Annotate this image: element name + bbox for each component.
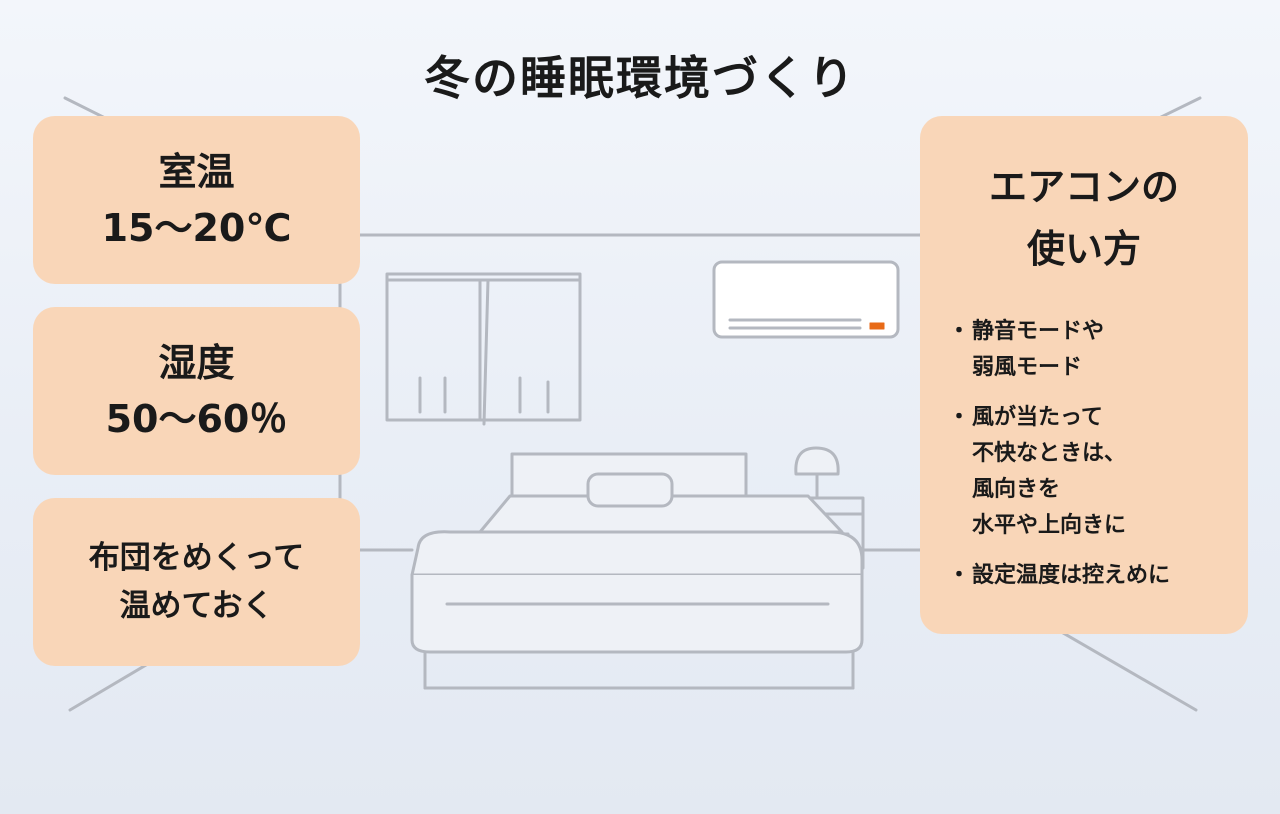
tip-line: 弱風モード: [972, 355, 1083, 380]
tip-line: 水平や上向きに: [972, 513, 1127, 538]
humidity-card: 湿度 50〜60％: [33, 307, 360, 475]
tip-item: 風が当たって 不快なときは、 風向きを 水平や上向きに: [948, 400, 1248, 544]
tips-list: 静音モードや 弱風モード 風が当たって 不快なときは、 風向きを 水平や上向きに…: [920, 314, 1248, 594]
warm-futon-card: 布団をめくって 温めておく: [33, 498, 360, 666]
tips-title-line: 使い方: [1026, 227, 1141, 271]
tip-line: 不快なときは、: [972, 441, 1127, 466]
air-conditioner-tips-card: エアコンの 使い方 静音モードや 弱風モード 風が当たって 不快なときは、 風向…: [920, 116, 1248, 634]
lamp-icon: [794, 446, 840, 500]
page-title: 冬の睡眠環境づくり: [424, 51, 856, 105]
tip-item: 設定温度は控えめに: [948, 558, 1248, 594]
tip-line: 風向きを: [972, 477, 1061, 502]
card-value: 15〜20℃: [101, 206, 292, 250]
tips-title: エアコンの 使い方: [920, 156, 1248, 280]
room-temperature-card: 室温 15〜20℃: [33, 116, 360, 284]
bed-icon: [410, 452, 864, 690]
card-label: 湿度: [158, 341, 235, 385]
card-line: 温めておく: [119, 588, 274, 624]
card-value: 50〜60％: [105, 397, 288, 441]
card-line: 布団をめくって: [88, 540, 305, 576]
tip-line: 風が当たって: [972, 405, 1103, 430]
tip-item: 静音モードや 弱風モード: [948, 314, 1248, 386]
tip-line: 静音モードや: [972, 319, 1105, 344]
tip-line: 設定温度は控えめに: [972, 563, 1171, 588]
tips-title-line: エアコンの: [988, 165, 1179, 209]
air-conditioner-icon: [712, 260, 900, 339]
card-label: 室温: [158, 150, 235, 194]
curtain-icon: [385, 272, 582, 426]
